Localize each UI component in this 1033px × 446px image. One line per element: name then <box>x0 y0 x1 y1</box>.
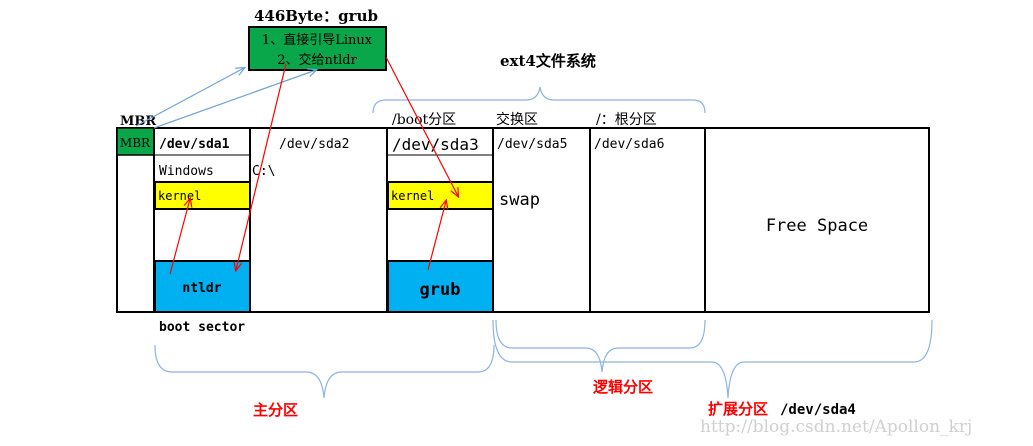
sda3-name: /dev/sda3 <box>392 135 479 154</box>
swap-area-label: 交换区 <box>496 111 538 128</box>
sda2-name: /dev/sda2 <box>279 137 349 152</box>
logical-brace <box>495 319 706 373</box>
sda2-drive: C:\ <box>252 164 275 179</box>
primary-brace <box>154 344 495 399</box>
sda1-os: Windows <box>159 164 214 179</box>
sda1-name: /dev/sda1 <box>159 137 230 152</box>
grub-to-sda3-kernel-arrow <box>385 56 458 196</box>
mbr-to-grub-arrow-1 <box>135 68 244 127</box>
grub-box-line2: 2、交给ntldr <box>277 52 357 68</box>
grub-box-line1: 1、直接引导Linux <box>262 32 373 48</box>
sda1-ntldr: ntldr <box>182 281 221 296</box>
sda5-name: /dev/sda5 <box>497 137 567 152</box>
primary-group-label: 主分区 <box>253 401 298 419</box>
sda1-kernel-box <box>154 181 251 210</box>
sda5-swap: swap <box>499 190 540 210</box>
extended-brace <box>492 319 933 399</box>
ext4-label: ext4文件系统 <box>500 52 596 70</box>
mbr-to-grub-arrow-2 <box>153 70 316 129</box>
extended-group-device: /dev/sda4 <box>780 402 856 418</box>
boot-sector-label: boot sector <box>159 320 245 335</box>
grub-to-ntldr-arrow <box>236 63 287 270</box>
grub-box <box>248 26 387 71</box>
boot-partition-label: /boot分区 <box>392 112 456 128</box>
ext4-brace <box>372 86 706 114</box>
grub-box-title: 446Byte：grub <box>254 7 378 25</box>
sda6-name: /dev/sda6 <box>594 137 664 152</box>
sda1-kernel: kernel <box>158 189 201 203</box>
sda3-grub-box <box>387 260 494 313</box>
sda3-grub: grub <box>420 280 461 300</box>
extended-group-label: 扩展分区 <box>708 400 768 418</box>
mbr-inner-label: MBR <box>120 136 151 150</box>
mbr-box <box>116 127 155 156</box>
mbr-outer-label: MBR <box>120 114 156 129</box>
free-space-label: Free Space <box>766 216 868 236</box>
watermark: http://blog.csdn.net/Apollon_krj <box>700 417 972 437</box>
disk-frame <box>116 127 930 313</box>
logical-group-label: 逻辑分区 <box>593 378 653 396</box>
grub-to-sda3-kernel-up-arrow <box>427 201 446 271</box>
root-partition-label: /：根分区 <box>596 112 657 128</box>
sda3-kernel: kernel <box>391 189 434 203</box>
ntldr-to-sda1-kernel-arrow <box>169 199 190 275</box>
